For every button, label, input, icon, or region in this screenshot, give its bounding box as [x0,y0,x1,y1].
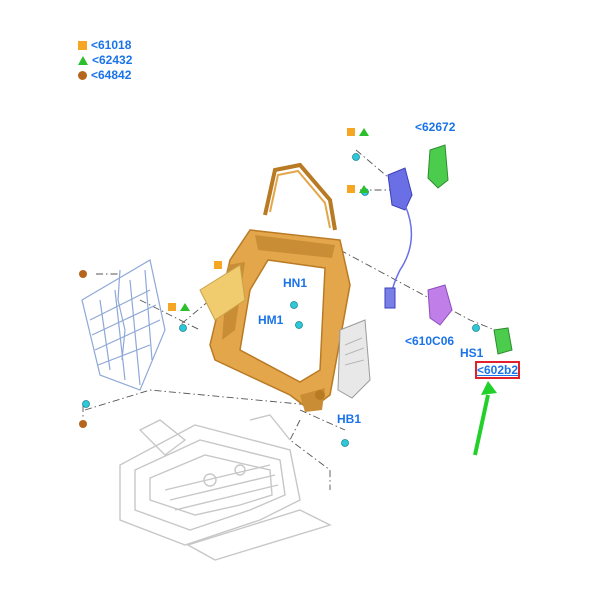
seat-cushion-frame [119,414,332,561]
fastener-hm1 [295,321,303,329]
green-arrow [473,381,497,456]
legend-code: <61018 [91,38,132,52]
label-62672[interactable]: <62672 [415,120,456,134]
release-cable [390,204,413,301]
side-shield-ribs [344,337,365,366]
fasteners [82,153,480,447]
label-hm1[interactable]: HM1 [258,313,284,327]
legend-item-61018: <61018 [78,38,131,52]
legend-item-64842: <64842 [78,68,131,82]
square-icon [78,40,87,50]
label-highlighted-part[interactable]: <602b2 [474,361,521,379]
fastener-4 [82,400,90,408]
fastener-hb1 [341,439,349,447]
cover-62672 [427,144,449,189]
cover-610c06 [427,284,453,326]
lumbar-pad [199,264,246,321]
cable-end [384,287,396,309]
legend-item-62432: <62432 [78,53,132,67]
label-hn1[interactable]: HN1 [283,276,308,290]
label-610c06[interactable]: <610C06 [405,334,455,348]
part-symbol-markers [79,128,369,428]
seat-back-spring-mat [81,259,166,391]
fastener-hn1 [290,301,298,309]
label-hs1[interactable]: HS1 [460,346,484,360]
label-hb1[interactable]: HB1 [337,412,362,426]
side-shield-cover [337,319,371,399]
leader-lines [82,149,496,490]
legend-code: <62432 [92,53,133,67]
triangle-icon [78,55,88,65]
fastener-hs1 [472,324,480,332]
legend-code: <64842 [91,68,132,82]
seat-back-frame [209,162,351,412]
fastener-1 [352,153,360,161]
cover-highlighted [493,327,513,355]
circle-icon [78,70,87,80]
fastener-3 [179,324,187,332]
recliner-bracket [387,167,413,211]
